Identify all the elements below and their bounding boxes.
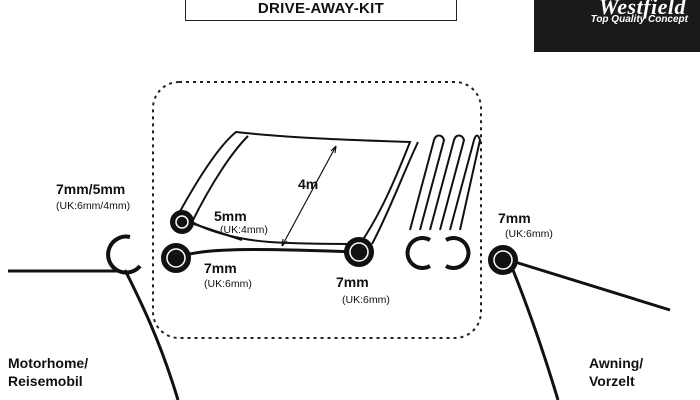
brand-logo: Westfield Top Quality Concept: [534, 0, 700, 52]
length-dimension-line: [281, 145, 337, 247]
keder-sheet-inner-right: [371, 141, 419, 245]
dimension-arrow-top: [330, 145, 337, 154]
double-c-profile-right: [445, 236, 471, 270]
double-profile-tube-b: [429, 134, 466, 231]
awning-label-line2: Vorzelt: [589, 373, 635, 389]
motorhome-label-line2: Reisemobil: [8, 373, 83, 389]
brand-name: Westfield: [598, 0, 686, 19]
motorhome-connector-uk-size: (UK:6mm/4mm): [56, 200, 131, 212]
awning-label-line1: Awning/: [589, 355, 644, 371]
page-title: DRIVE-AWAY-KIT: [185, 0, 457, 21]
motorhome-label-line1: Motorhome/: [8, 355, 89, 371]
awning-line-lower: [511, 269, 560, 400]
motorhome-connector-size: 7mm/5mm: [56, 181, 126, 197]
brand-slogan: Top Quality Concept: [590, 14, 688, 25]
dimension-arrow-bottom: [281, 238, 288, 247]
double-profile-tube-a: [409, 134, 446, 231]
awning-line-upper: [514, 260, 671, 312]
motorhome-wall-curve: [123, 269, 180, 400]
strip-small-size: 5mm: [214, 208, 247, 224]
awning-connector-size: 7mm: [498, 210, 531, 226]
motorhome-c-profile: [106, 234, 142, 275]
double-profile-tube-c: [449, 134, 482, 231]
strip-right-size: 7mm: [336, 274, 369, 290]
length-label: 4m: [298, 176, 319, 192]
keder-sheet-inner-left: [191, 135, 249, 223]
awning-connector-uk-size: (UK:6mm): [505, 228, 553, 240]
double-c-profile-left: [405, 236, 431, 270]
strip-left-size: 7mm: [204, 260, 237, 276]
strip-small-uk-size: (UK:4mm): [220, 224, 268, 236]
strip-left-uk-size: (UK:6mm): [204, 278, 252, 290]
keder-sheet: [176, 130, 412, 246]
keder-line-left: [175, 248, 356, 260]
strip-right-uk-size: (UK:6mm): [342, 294, 390, 306]
